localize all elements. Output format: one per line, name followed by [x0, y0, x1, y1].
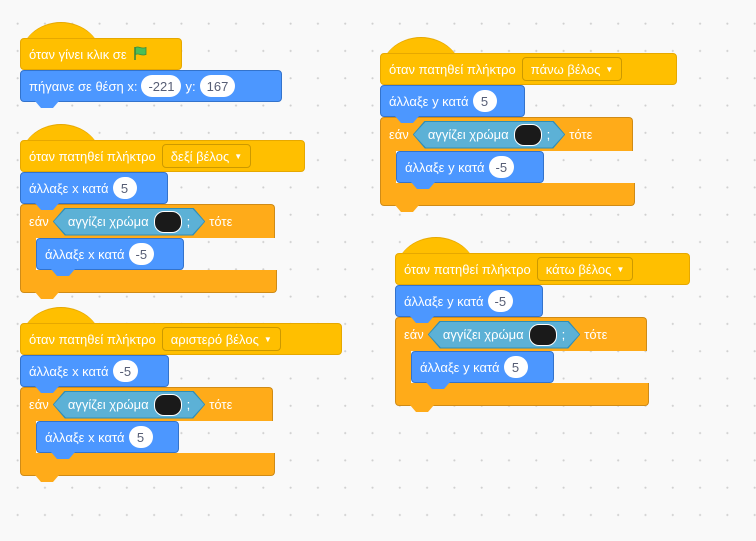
key-dropdown[interactable]: δεξί βέλος ▼: [161, 144, 252, 168]
if-header: εάν αγγίζει χρώμα ; τότε: [20, 387, 273, 421]
touching-color-block[interactable]: αγγίζει χρώμα ;: [53, 391, 205, 419]
hat-label: όταν πατηθεί πλήκτρο: [29, 331, 156, 347]
touching-color-block[interactable]: αγγίζει χρώμα ;: [428, 321, 580, 349]
inner-value-input[interactable]: 5: [503, 356, 528, 378]
then-label: τότε: [584, 327, 608, 342]
if-header: εάν αγγίζει χρώμα ; τότε: [395, 317, 647, 351]
condition-label: αγγίζει χρώμα: [67, 214, 149, 229]
inner-change-x-block[interactable]: άλλαξε x κατά -5: [36, 238, 184, 270]
script-right-arrow[interactable]: όταν πατηθεί πλήκτρο δεξί βέλος ▼ άλλαξε …: [20, 124, 305, 293]
if-header: εάν αγγίζει χρώμα ; τότε: [380, 117, 633, 151]
question-mark: ;: [546, 127, 551, 142]
chevron-down-icon: ▼: [605, 64, 614, 74]
then-label: τότε: [209, 214, 233, 229]
if-block[interactable]: εάν αγγίζει χρώμα ; τότε άλλαξε x κατά 5: [20, 387, 342, 476]
color-swatch[interactable]: [529, 324, 557, 346]
key-dropdown[interactable]: αριστερό βέλος ▼: [161, 327, 281, 351]
touching-color-block[interactable]: αγγίζει χρώμα ;: [53, 208, 205, 236]
hat-label: όταν πατηθεί πλήκτρο: [404, 261, 531, 277]
color-swatch[interactable]: [154, 211, 182, 233]
script-up-arrow[interactable]: όταν πατηθεί πλήκτρο πάνω βέλος ▼ άλλαξε …: [380, 37, 677, 206]
y-label: y:: [185, 78, 196, 94]
color-swatch[interactable]: [514, 124, 542, 146]
inner-change-y-block[interactable]: άλλαξε y κατά 5: [411, 351, 554, 383]
question-mark: ;: [186, 397, 191, 412]
if-arm: [20, 421, 36, 453]
green-flag-icon: [132, 45, 148, 64]
change-value-input[interactable]: 5: [112, 177, 137, 199]
change-y-block[interactable]: άλλαξε y κατά -5: [395, 285, 543, 317]
if-label: εάν: [389, 127, 409, 142]
hat-label: όταν πατηθεί πλήκτρο: [389, 61, 516, 77]
inner-label: άλλαξε x κατά: [45, 246, 125, 262]
inner-change-y-block[interactable]: άλλαξε y κατά -5: [396, 151, 544, 183]
y-input[interactable]: 167: [199, 75, 236, 97]
key-dropdown[interactable]: κάτω βέλος ▼: [536, 257, 634, 281]
if-block[interactable]: εάν αγγίζει χρώμα ; τότε άλλαξε y κατά -…: [380, 117, 677, 206]
condition-label: αγγίζει χρώμα: [442, 327, 524, 342]
when-key-pressed-block[interactable]: όταν πατηθεί πλήκτρο δεξί βέλος ▼: [20, 124, 305, 172]
if-arm: [380, 151, 396, 183]
change-value-input[interactable]: -5: [112, 360, 139, 382]
script-down-arrow[interactable]: όταν πατηθεί πλήκτρο κάτω βέλος ▼ άλλαξε …: [395, 237, 690, 406]
when-key-pressed-block[interactable]: όταν πατηθεί πλήκτρο πάνω βέλος ▼: [380, 37, 677, 85]
chevron-down-icon: ▼: [234, 151, 243, 161]
when-flag-clicked-block[interactable]: όταν γίνει κλικ σε: [20, 22, 182, 70]
chevron-down-icon: ▼: [616, 264, 625, 274]
if-block[interactable]: εάν αγγίζει χρώμα ; τότε άλλαξε x κατά -…: [20, 204, 305, 293]
change-value-input[interactable]: 5: [472, 90, 497, 112]
if-arm: [20, 238, 36, 270]
if-label: εάν: [404, 327, 424, 342]
condition-label: αγγίζει χρώμα: [67, 397, 149, 412]
hat-label: όταν γίνει κλικ σε: [29, 46, 127, 62]
if-footer: [395, 383, 649, 406]
change-y-block[interactable]: άλλαξε y κατά 5: [380, 85, 525, 117]
when-key-pressed-block[interactable]: όταν πατηθεί πλήκτρο αριστερό βέλος ▼: [20, 307, 342, 355]
change-x-block[interactable]: άλλαξε x κατά 5: [20, 172, 168, 204]
inner-value-input[interactable]: -5: [488, 156, 515, 178]
key-dropdown[interactable]: πάνω βέλος ▼: [521, 57, 623, 81]
inner-label: άλλαξε x κατά: [45, 429, 125, 445]
inner-value-input[interactable]: 5: [128, 426, 153, 448]
if-label: εάν: [29, 214, 49, 229]
inner-label: άλλαξε y κατά: [405, 159, 485, 175]
inner-label: άλλαξε y κατά: [420, 359, 500, 375]
change-label: άλλαξε y κατά: [389, 93, 469, 109]
if-footer: [20, 453, 275, 476]
key-value: δεξί βέλος: [170, 148, 230, 164]
when-key-pressed-block[interactable]: όταν πατηθεί πλήκτρο κάτω βέλος ▼: [395, 237, 690, 285]
touching-color-block[interactable]: αγγίζει χρώμα ;: [413, 121, 565, 149]
if-arm: [395, 351, 411, 383]
change-value-input[interactable]: -5: [487, 290, 514, 312]
change-label: άλλαξε x κατά: [29, 363, 109, 379]
key-value: αριστερό βέλος: [170, 331, 259, 347]
script-left-arrow[interactable]: όταν πατηθεί πλήκτρο αριστερό βέλος ▼ άλλ…: [20, 307, 342, 476]
chevron-down-icon: ▼: [263, 334, 272, 344]
change-x-block[interactable]: άλλαξε x κατά -5: [20, 355, 169, 387]
question-mark: ;: [561, 327, 566, 342]
condition-label: αγγίζει χρώμα: [427, 127, 509, 142]
change-label: άλλαξε y κατά: [404, 293, 484, 309]
if-block[interactable]: εάν αγγίζει χρώμα ; τότε άλλαξε y κατά 5: [395, 317, 690, 406]
x-input[interactable]: -221: [141, 75, 182, 97]
key-value: κάτω βέλος: [545, 261, 612, 277]
if-label: εάν: [29, 397, 49, 412]
hat-label: όταν πατηθεί πλήκτρο: [29, 148, 156, 164]
color-swatch[interactable]: [154, 394, 182, 416]
then-label: τότε: [209, 397, 233, 412]
question-mark: ;: [186, 214, 191, 229]
script-green-flag[interactable]: όταν γίνει κλικ σε πήγαινε σε θέση x: -2…: [20, 22, 282, 102]
if-header: εάν αγγίζει χρώμα ; τότε: [20, 204, 275, 238]
inner-change-x-block[interactable]: άλλαξε x κατά 5: [36, 421, 179, 453]
goto-label: πήγαινε σε θέση x:: [29, 78, 138, 94]
if-footer: [380, 183, 635, 206]
key-value: πάνω βέλος: [530, 61, 601, 77]
if-footer: [20, 270, 277, 293]
inner-value-input[interactable]: -5: [128, 243, 155, 265]
go-to-xy-block[interactable]: πήγαινε σε θέση x: -221 y: 167: [20, 70, 282, 102]
then-label: τότε: [569, 127, 593, 142]
change-label: άλλαξε x κατά: [29, 180, 109, 196]
